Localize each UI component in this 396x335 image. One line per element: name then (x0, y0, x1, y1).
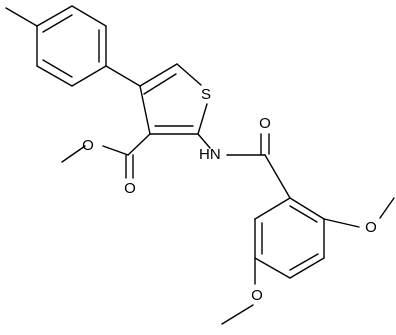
bond (105, 65, 141, 87)
bond (221, 304, 254, 325)
methoxy-oxygen-upper-label: O (365, 219, 377, 236)
bond (254, 197, 291, 220)
atom-labels: S O O HN O O O (82, 86, 377, 304)
bond (71, 5, 107, 27)
bond (5, 7, 38, 27)
bond (102, 145, 129, 156)
bond (289, 205, 318, 223)
bond (61, 145, 86, 163)
bond (139, 85, 151, 135)
amide-oxygen-label: O (259, 115, 271, 132)
bond (289, 197, 325, 220)
bond (254, 257, 291, 279)
ester-ether-oxygen-label: O (82, 137, 94, 154)
methoxy-oxygen-lower-label: O (251, 287, 263, 304)
bond (143, 73, 177, 95)
ester-carbonyl-oxygen-label: O (124, 180, 136, 197)
bond (379, 197, 395, 219)
bond (197, 103, 208, 135)
bond (71, 65, 107, 87)
bond (176, 63, 202, 86)
bond (139, 63, 178, 87)
bond (42, 14, 73, 33)
amide-nitrogen-label: HN (199, 146, 221, 163)
bond (36, 5, 73, 27)
bond (289, 253, 319, 271)
sulfur-atom-label: S (201, 86, 211, 103)
bond (197, 133, 211, 149)
bond (42, 59, 73, 78)
bond (36, 65, 73, 87)
bond (289, 257, 325, 279)
bond (127, 133, 151, 156)
bond (323, 218, 360, 228)
bond (264, 154, 291, 199)
bond-lines (5, 5, 395, 325)
